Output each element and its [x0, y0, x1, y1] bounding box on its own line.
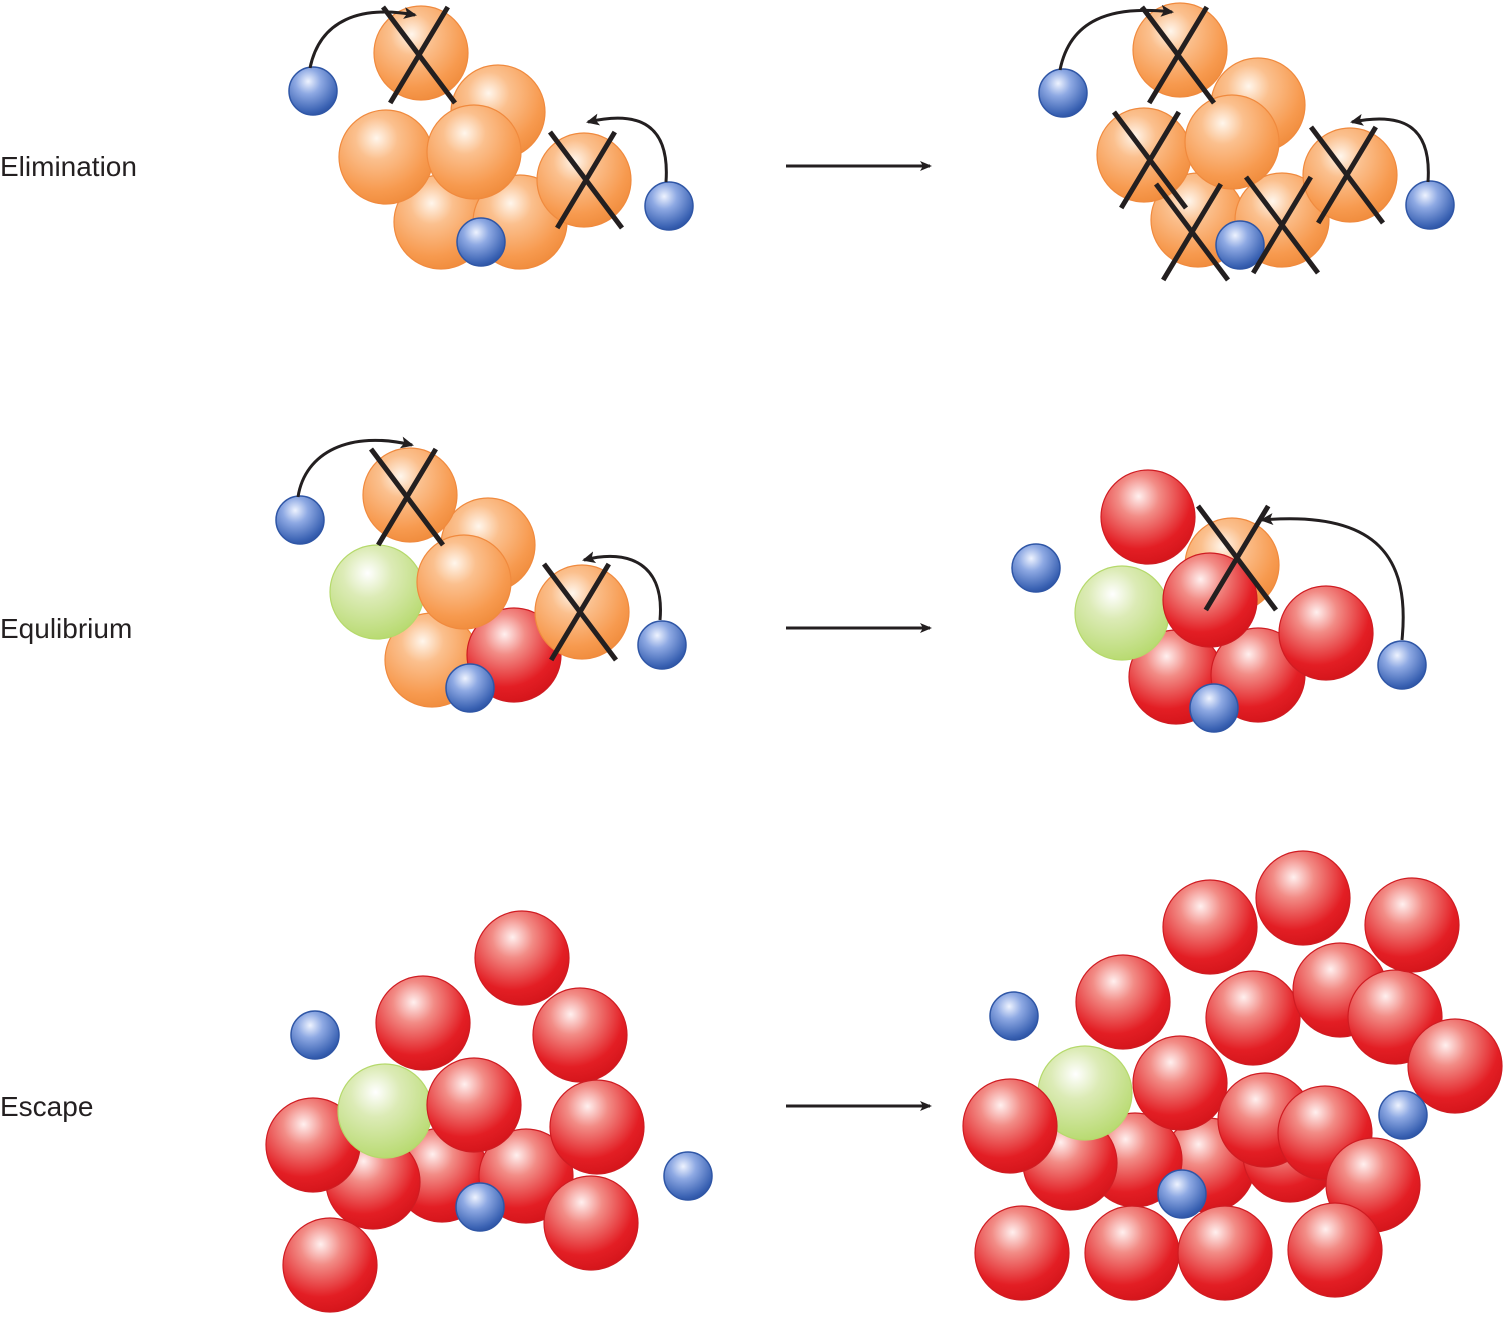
x-stroke: [1119, 110, 1181, 210]
x-stroke: [549, 562, 611, 662]
tumor-cell-red: [532, 987, 628, 1083]
attack-curve-arrow: [1350, 113, 1430, 183]
attack-curve-arrow: [582, 551, 662, 621]
tumor-cell-green: [1074, 565, 1170, 661]
x-stroke: [1147, 5, 1209, 105]
attack-curve-arrow: [296, 436, 414, 498]
tumor-cell-red: [1407, 1018, 1503, 1114]
tumor-cell-red: [1177, 1205, 1273, 1301]
attack-curve-arrow: [586, 113, 668, 183]
immune-cell-blue: [445, 663, 495, 713]
tumor-cell-orange: [416, 534, 512, 630]
tumor-cell-red: [1084, 1205, 1180, 1301]
tumor-cell-red: [543, 1175, 639, 1271]
tumor-cell-red: [1278, 585, 1374, 681]
immune-cell-blue: [1215, 220, 1265, 270]
tumor-cell-red: [1205, 970, 1301, 1066]
tumor-cell-orange: [338, 109, 434, 205]
elimination-x-mark: [1112, 110, 1188, 210]
immune-cell-blue: [456, 217, 506, 267]
tumor-cell-red: [375, 975, 471, 1071]
attack-curve-arrow: [308, 7, 417, 69]
x-stroke: [1203, 504, 1271, 612]
immune-cell-blue: [644, 181, 694, 231]
tumor-cell-red: [1255, 850, 1351, 946]
tumor-cell-red: [962, 1078, 1058, 1174]
x-stroke: [1161, 182, 1223, 282]
immune-cell-blue: [1377, 640, 1427, 690]
tumor-cell-red: [1100, 469, 1196, 565]
elimination-x-mark: [1244, 175, 1320, 275]
immune-cell-blue: [1011, 543, 1061, 593]
row-label-escape: Escape: [0, 1091, 93, 1122]
tumor-cell-red: [1162, 879, 1258, 975]
row-label-elimination: Elimination: [0, 151, 137, 182]
attack-curve-arrow: [1058, 4, 1174, 71]
tumor-cell-red: [426, 1057, 522, 1153]
x-stroke: [376, 447, 438, 547]
immune-cell-blue: [989, 991, 1039, 1041]
x-stroke: [388, 5, 450, 105]
immune-cell-blue: [275, 495, 325, 545]
tumor-cell-red: [1132, 1035, 1228, 1131]
tumor-cell-red: [1075, 954, 1171, 1050]
tumor-cell-red: [549, 1079, 645, 1175]
x-stroke: [555, 130, 617, 230]
immune-cell-blue: [290, 1010, 340, 1060]
elimination-x-mark: [369, 447, 445, 547]
immune-cell-blue: [1405, 180, 1455, 230]
immune-cell-blue: [1378, 1090, 1428, 1140]
attack-curve-arrow: [1260, 513, 1405, 641]
tumor-cell-red: [282, 1217, 378, 1313]
elimination-x-mark: [542, 562, 618, 662]
elimination-x-mark: [1140, 5, 1216, 105]
elimination-x-mark: [381, 5, 457, 105]
tumor-cell-green: [329, 544, 425, 640]
cell-layer: [265, 2, 1503, 1313]
x-stroke: [1251, 175, 1313, 275]
elimination-x-mark: [1309, 125, 1385, 225]
immune-cell-blue: [1189, 683, 1239, 733]
elimination-x-mark: [1154, 182, 1230, 282]
tumor-cell-red: [474, 910, 570, 1006]
mark-layer: [296, 4, 1430, 662]
tumor-cell-green: [337, 1063, 433, 1159]
immune-cell-blue: [663, 1151, 713, 1201]
tumor-cell-red: [974, 1205, 1070, 1301]
tumor-cell-orange: [426, 104, 522, 200]
x-stroke: [1316, 125, 1378, 225]
tumor-cell-red: [1287, 1202, 1383, 1298]
elimination-x-mark: [1196, 504, 1278, 612]
tumor-cell-red: [1364, 877, 1460, 973]
tumor-cell-orange: [1184, 94, 1280, 190]
immune-cell-blue: [637, 620, 687, 670]
immune-cell-blue: [1157, 1169, 1207, 1219]
elimination-x-mark: [548, 130, 624, 230]
immune-cell-blue: [288, 66, 338, 116]
row-label-equilibrium: Equlibrium: [0, 613, 132, 644]
immune-cell-blue: [455, 1182, 505, 1232]
immune-cell-blue: [1038, 68, 1088, 118]
